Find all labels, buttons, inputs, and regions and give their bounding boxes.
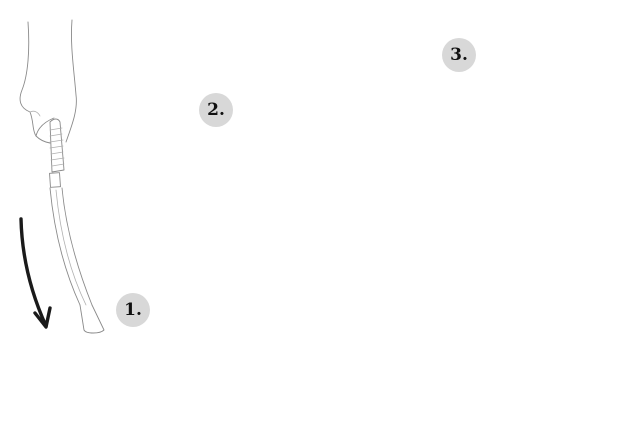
step-3-badge: 3.: [442, 38, 476, 72]
step-1-badge: 1.: [116, 293, 150, 327]
step-2-badge: 2.: [199, 93, 233, 127]
step-3-label: 3.: [450, 45, 468, 65]
step-1-label: 1.: [124, 300, 142, 320]
figure-1-hand-and-handle: [19, 19, 105, 334]
arrow-down: [19, 217, 52, 329]
step-2-label: 2.: [207, 100, 225, 120]
